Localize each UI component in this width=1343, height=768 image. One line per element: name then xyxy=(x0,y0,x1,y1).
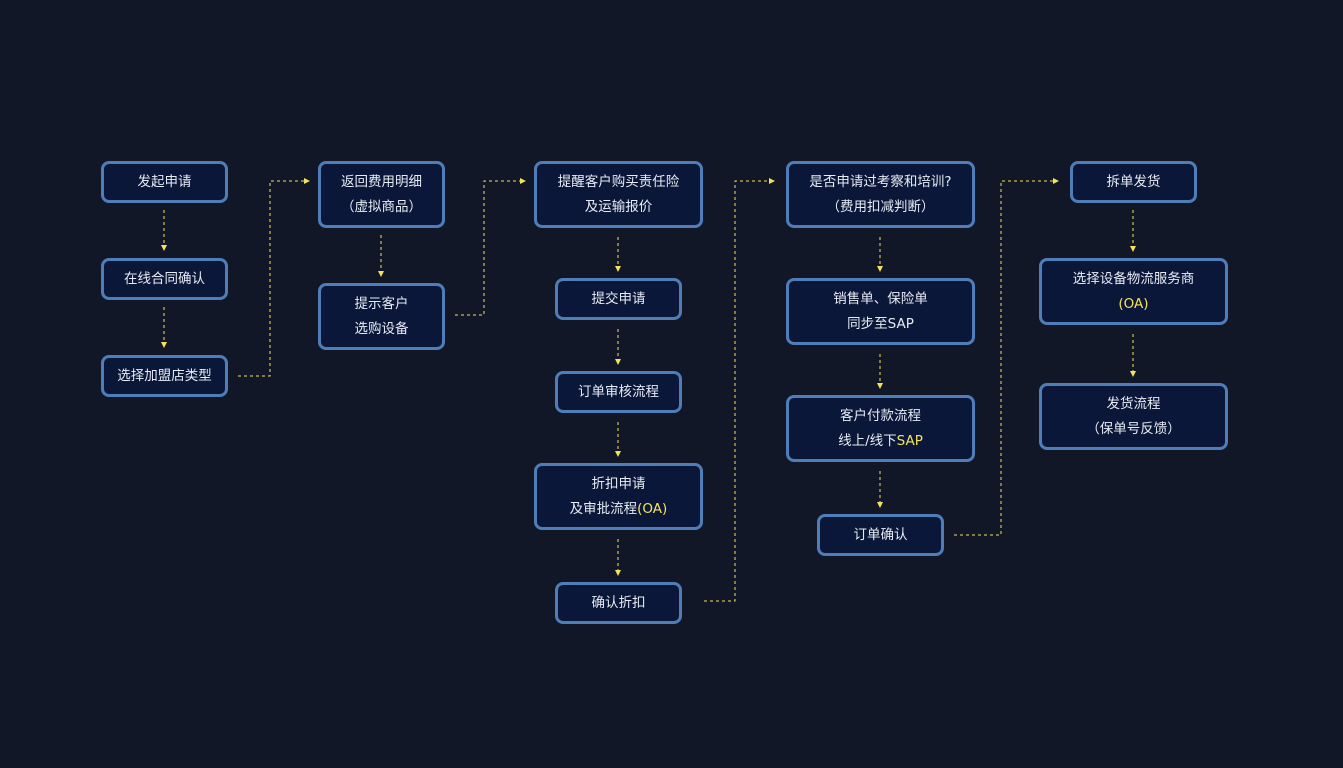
node-sublabel: 选购设备 xyxy=(354,320,409,337)
highlight-text: (OA) xyxy=(637,500,668,517)
node-sublabel: （保单号反馈） xyxy=(1086,420,1181,437)
node-split-shipment[interactable]: 拆单发货 xyxy=(1070,161,1197,203)
elbow-n3-n4 xyxy=(238,178,310,377)
node-label: 提交申请 xyxy=(591,290,646,307)
node-sublabel: （虚拟商品） xyxy=(341,198,422,215)
node-label: 发起申请 xyxy=(137,173,192,190)
node-sublabel-text: 线上/线下 xyxy=(838,432,897,449)
node-label: 确认折扣 xyxy=(591,594,646,611)
node-label: 订单审核流程 xyxy=(578,383,659,400)
highlight-text: SAP xyxy=(896,432,923,449)
node-order-review[interactable]: 订单审核流程 xyxy=(555,371,682,413)
node-order-confirm[interactable]: 订单确认 xyxy=(817,514,944,556)
node-label: 销售单、保险单 xyxy=(833,290,928,307)
node-online-contract[interactable]: 在线合同确认 xyxy=(101,258,228,300)
highlight-text: (OA) xyxy=(1118,295,1149,312)
node-sublabel: 线上/线下SAP xyxy=(838,429,923,454)
node-sublabel: （费用扣减判断） xyxy=(826,198,935,215)
node-sync-sap[interactable]: 销售单、保险单同步至SAP xyxy=(786,278,975,345)
node-label: 订单确认 xyxy=(853,526,908,543)
node-prompt-select-equipment[interactable]: 提示客户选购设备 xyxy=(318,283,445,350)
node-sublabel: 及运输报价 xyxy=(584,198,653,215)
node-discount-approval[interactable]: 折扣申请及审批流程(OA) xyxy=(534,463,703,530)
elbow-n14-n15 xyxy=(954,178,1059,536)
node-submit-request[interactable]: 发起申请 xyxy=(101,161,228,203)
elbow-n10-n11 xyxy=(704,178,775,602)
elbow-n5-n6 xyxy=(455,178,526,316)
node-label: 提示客户 xyxy=(354,295,409,312)
node-select-store-type[interactable]: 选择加盟店类型 xyxy=(101,355,228,397)
node-label: 客户付款流程 xyxy=(840,407,921,424)
node-training-check[interactable]: 是否申请过考察和培训? （费用扣减判断） xyxy=(786,161,975,228)
node-select-logistics[interactable]: 选择设备物流服务商 (OA) xyxy=(1039,258,1228,325)
node-customer-payment[interactable]: 客户付款流程线上/线下SAP xyxy=(786,395,975,462)
node-confirm-discount[interactable]: 确认折扣 xyxy=(555,582,682,624)
node-label: 返回费用明细 xyxy=(341,173,422,190)
node-remind-insurance[interactable]: 提醒客户购买责任险及运输报价 xyxy=(534,161,703,228)
node-shipping-process[interactable]: 发货流程 （保单号反馈） xyxy=(1039,383,1228,450)
node-label: 折扣申请 xyxy=(591,475,646,492)
node-label: 发货流程 xyxy=(1106,395,1161,412)
node-label: 是否申请过考察和培训? xyxy=(809,173,952,190)
node-label: 选择设备物流服务商 xyxy=(1072,270,1195,287)
node-sublabel: 同步至SAP xyxy=(847,315,914,332)
node-sublabel: 及审批流程(OA) xyxy=(570,497,668,522)
node-sublabel-text: 及审批流程 xyxy=(569,500,638,517)
node-submit-application[interactable]: 提交申请 xyxy=(555,278,682,320)
node-label: 拆单发货 xyxy=(1106,173,1161,190)
node-label: 在线合同确认 xyxy=(124,270,205,287)
node-label: 提醒客户购买责任险 xyxy=(557,173,680,190)
node-return-fee-details[interactable]: 返回费用明细 （虚拟商品） xyxy=(318,161,445,228)
node-label: 选择加盟店类型 xyxy=(117,367,212,384)
